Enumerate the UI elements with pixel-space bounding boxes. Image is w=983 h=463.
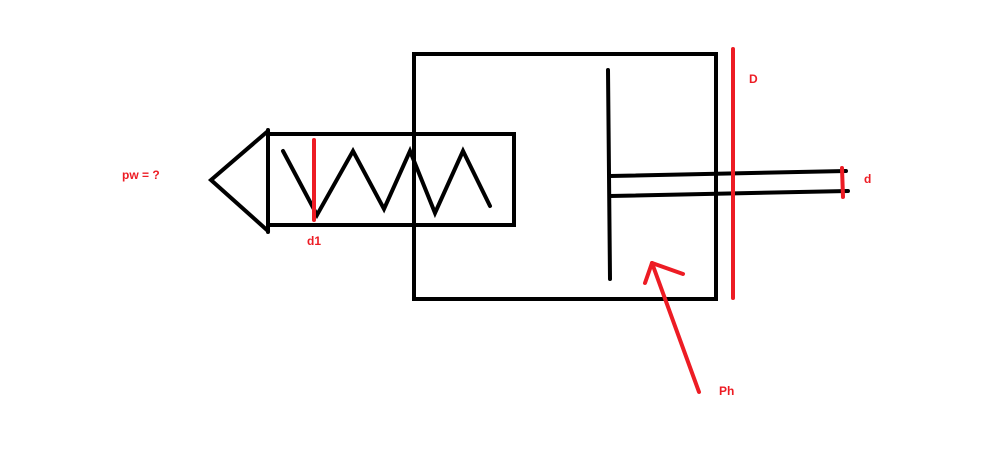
ph-arrow-shaft xyxy=(650,261,701,394)
d-dimension-line xyxy=(840,166,845,199)
labels: pw = ? d1 D d Ph xyxy=(122,72,871,398)
pw-label: pw = ? xyxy=(122,168,160,182)
D-label: D xyxy=(749,72,758,86)
piston-rod-top xyxy=(608,169,848,178)
spring xyxy=(281,145,492,220)
nozzle-cone xyxy=(207,129,270,233)
piston-rod-bottom xyxy=(608,189,850,198)
spring-housing xyxy=(266,132,516,227)
ph-arrow-head xyxy=(650,261,685,276)
valve-structure xyxy=(207,52,850,301)
d-label: d xyxy=(864,172,871,186)
main-body xyxy=(412,52,718,301)
annotations xyxy=(312,47,845,394)
ph-arrow-head-left xyxy=(643,261,654,285)
d1-label: d1 xyxy=(307,234,321,248)
ph-label: Ph xyxy=(719,384,734,398)
